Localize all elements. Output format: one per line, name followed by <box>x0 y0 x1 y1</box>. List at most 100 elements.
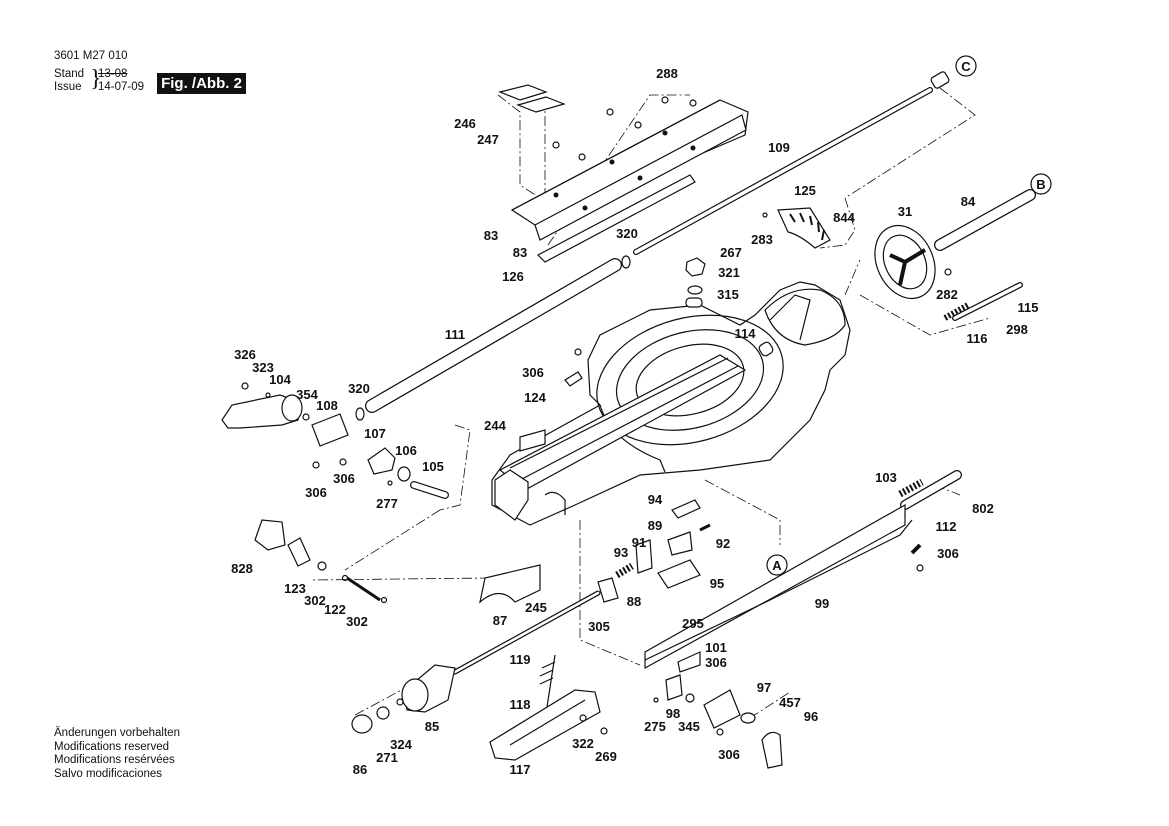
fence-assembly <box>498 84 749 263</box>
part-label-31: 31 <box>898 204 912 219</box>
brace-icon: } <box>90 66 102 92</box>
part-label-123: 123 <box>284 581 306 596</box>
part-label-112: 112 <box>936 519 957 534</box>
part-label-95: 95 <box>710 576 724 591</box>
issue-label: Issue <box>54 81 82 93</box>
part-label-320-left: 320 <box>348 381 370 396</box>
part-label-267: 267 <box>720 245 742 260</box>
part-label-326: 326 <box>234 347 256 362</box>
modification-notes: Änderungen vorbehalten Modifications res… <box>54 727 180 781</box>
part-label-104: 104 <box>269 372 291 387</box>
part-label-116: 116 <box>967 331 988 346</box>
part-label-93: 93 <box>614 545 628 560</box>
part-label-103: 103 <box>875 470 897 485</box>
part-label-306-mid: 306 <box>705 655 727 670</box>
revision-new-date: 14-07-09 <box>98 81 145 93</box>
part-label-109: 109 <box>768 140 790 155</box>
revision-old-date: 13-08 <box>98 68 128 80</box>
part-label-306-left-b: 306 <box>333 471 355 486</box>
part-label-89: 89 <box>648 518 662 533</box>
part-label-96: 96 <box>804 709 818 724</box>
part-label-107: 107 <box>364 426 386 441</box>
dial-disc <box>874 224 952 300</box>
part-label-302-a: 302 <box>304 593 326 608</box>
part-label-99: 99 <box>815 596 829 611</box>
part-label-802: 802 <box>972 501 994 516</box>
part-label-246: 246 <box>454 116 476 131</box>
part-label-92: 92 <box>716 536 730 551</box>
callout-b-letter: B <box>1036 177 1045 192</box>
part-label-320-top: 320 <box>616 226 638 241</box>
base-table <box>491 281 851 526</box>
part-label-298: 298 <box>1006 322 1028 337</box>
note-es: Salvo modificaciones <box>54 767 163 780</box>
part-label-305: 305 <box>588 619 610 634</box>
part-label-306-left-a: 306 <box>305 485 327 500</box>
part-label-119: 119 <box>510 652 531 667</box>
figure-badge: Fig. /Abb. 2 <box>157 73 246 94</box>
part-label-322: 322 <box>572 736 594 751</box>
part-label-283: 283 <box>751 232 773 247</box>
part-label-111: 111 <box>445 327 465 342</box>
rods <box>346 71 1036 675</box>
hardware-parts <box>355 255 970 769</box>
part-label-844: 844 <box>833 210 855 225</box>
part-label-124: 124 <box>524 390 546 405</box>
callout-c-letter: C <box>961 59 971 74</box>
callout-b: B <box>1030 173 1052 195</box>
part-label-117: 117 <box>510 762 531 777</box>
part-label-86: 86 <box>353 762 367 777</box>
part-label-91: 91 <box>632 535 646 550</box>
stand-label: Stand <box>54 68 85 80</box>
part-label-125: 125 <box>794 183 816 198</box>
part-label-115: 115 <box>1018 300 1039 315</box>
part-label-105: 105 <box>422 459 444 474</box>
part-label-269: 269 <box>595 749 617 764</box>
screw-icons <box>552 96 697 161</box>
part-number-labels: 288 246 247 83 83 126 109 320 267 321 31… <box>231 66 1038 777</box>
note-en: Modifications reserved <box>54 740 170 753</box>
part-label-306-upper: 306 <box>522 365 544 380</box>
part-label-282: 282 <box>936 287 958 302</box>
part-label-94: 94 <box>648 492 663 507</box>
part-label-323: 323 <box>252 360 274 375</box>
document-number: 3601 M27 010 <box>54 50 128 62</box>
part-label-97: 97 <box>757 680 771 695</box>
part-label-354: 354 <box>296 387 318 402</box>
part-label-271: 271 <box>376 750 398 765</box>
part-label-83-b: 83 <box>513 245 527 260</box>
part-label-87: 87 <box>493 613 507 628</box>
note-de: Änderungen vorbehalten <box>54 727 180 739</box>
part-label-122: 122 <box>324 602 346 617</box>
part-label-245: 245 <box>525 600 547 615</box>
part-label-306-bottom: 306 <box>718 747 740 762</box>
part-label-324: 324 <box>390 737 412 752</box>
part-label-288: 288 <box>656 66 678 81</box>
part-label-84: 84 <box>961 194 976 209</box>
part-label-98: 98 <box>666 706 680 721</box>
part-label-277: 277 <box>376 496 398 511</box>
revision-block: Stand Issue } 13-08 14-07-09 <box>54 66 164 96</box>
part-label-321: 321 <box>718 265 740 280</box>
part-label-315: 315 <box>717 287 739 302</box>
part-label-83-a: 83 <box>484 228 498 243</box>
part-label-126: 126 <box>502 269 524 284</box>
callout-a-letter: A <box>772 558 782 573</box>
callout-markers: A B C <box>766 55 1052 576</box>
part-label-828: 828 <box>231 561 253 576</box>
part-label-114: 114 <box>735 326 757 341</box>
part-label-244: 244 <box>484 418 506 433</box>
left-parts <box>221 382 546 604</box>
part-label-101: 101 <box>705 640 727 655</box>
part-label-457: 457 <box>779 695 801 710</box>
part-label-118: 118 <box>510 697 531 712</box>
part-label-85: 85 <box>425 719 439 734</box>
parts-drawing <box>221 71 1036 769</box>
part-label-345: 345 <box>678 719 700 734</box>
part-label-295: 295 <box>682 616 704 631</box>
part-label-302-b: 302 <box>346 614 368 629</box>
handle-assembly <box>351 664 608 761</box>
callout-a: A <box>766 554 788 576</box>
part-label-306-right: 306 <box>937 546 959 561</box>
